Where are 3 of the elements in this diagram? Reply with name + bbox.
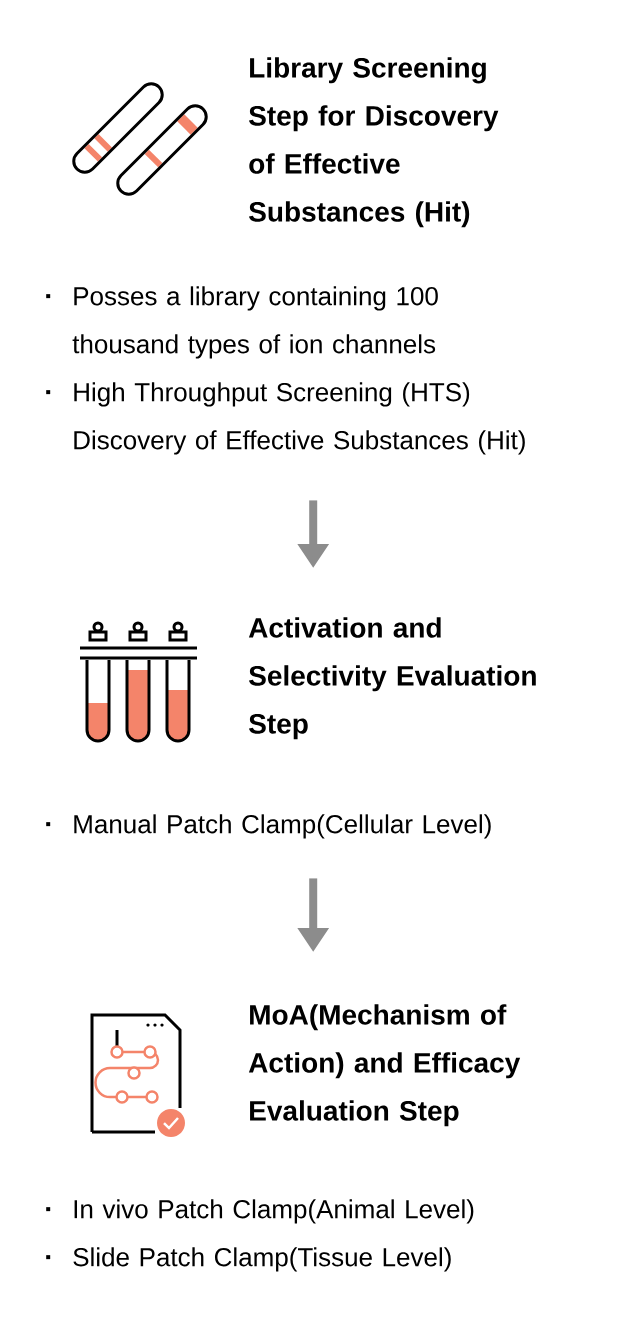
step-text: Library Screening Step for Discovery of Effective Substances (Hit) Posses a library containing 100 thousand types of ion channels High Throughput Screening (HTS) Discovery of Effective Substances (Hit) [46, 57, 525, 455]
step-text: MoA(Mechanism of Action) and Efficacy Evaluation Step In vivo Patch Clamp(Animal Level) Slide Patch Clamp(Tissue Level) [46, 1004, 521, 1272]
step-text: Activation and Selectivity Evaluation Step Manual Patch Clamp(Cellular Level) [46, 617, 536, 839]
